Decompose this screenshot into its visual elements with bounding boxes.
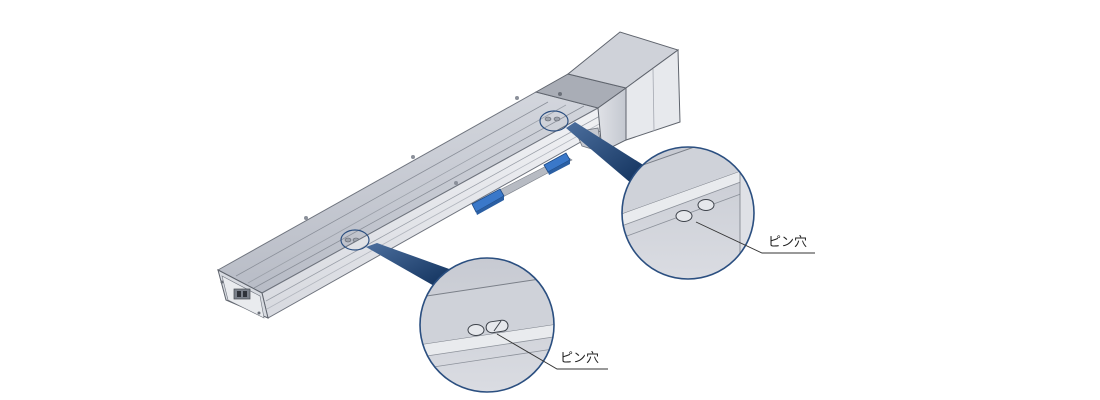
callout-bottom-label: ピン穴	[560, 351, 599, 366]
pin-hole-bottom-a	[467, 324, 485, 336]
callout-right-pointer	[566, 122, 648, 184]
actuator-body	[216, 31, 681, 319]
pin-hole-right-a	[675, 210, 693, 222]
callout-bottom-leader	[496, 333, 608, 370]
callout-bottom: ピン穴	[340, 229, 608, 393]
connector-port	[233, 288, 251, 300]
callout-right-marker	[539, 110, 569, 132]
callout-bottom-pointer	[366, 243, 452, 287]
callout-bottom-marker	[340, 229, 370, 251]
pin-hole-right-b	[697, 199, 715, 211]
callout-right-label: ピン穴	[768, 235, 807, 250]
callout-right-leader	[695, 221, 815, 254]
callout-right: ピン穴	[539, 110, 815, 280]
motor-side	[625, 49, 681, 141]
